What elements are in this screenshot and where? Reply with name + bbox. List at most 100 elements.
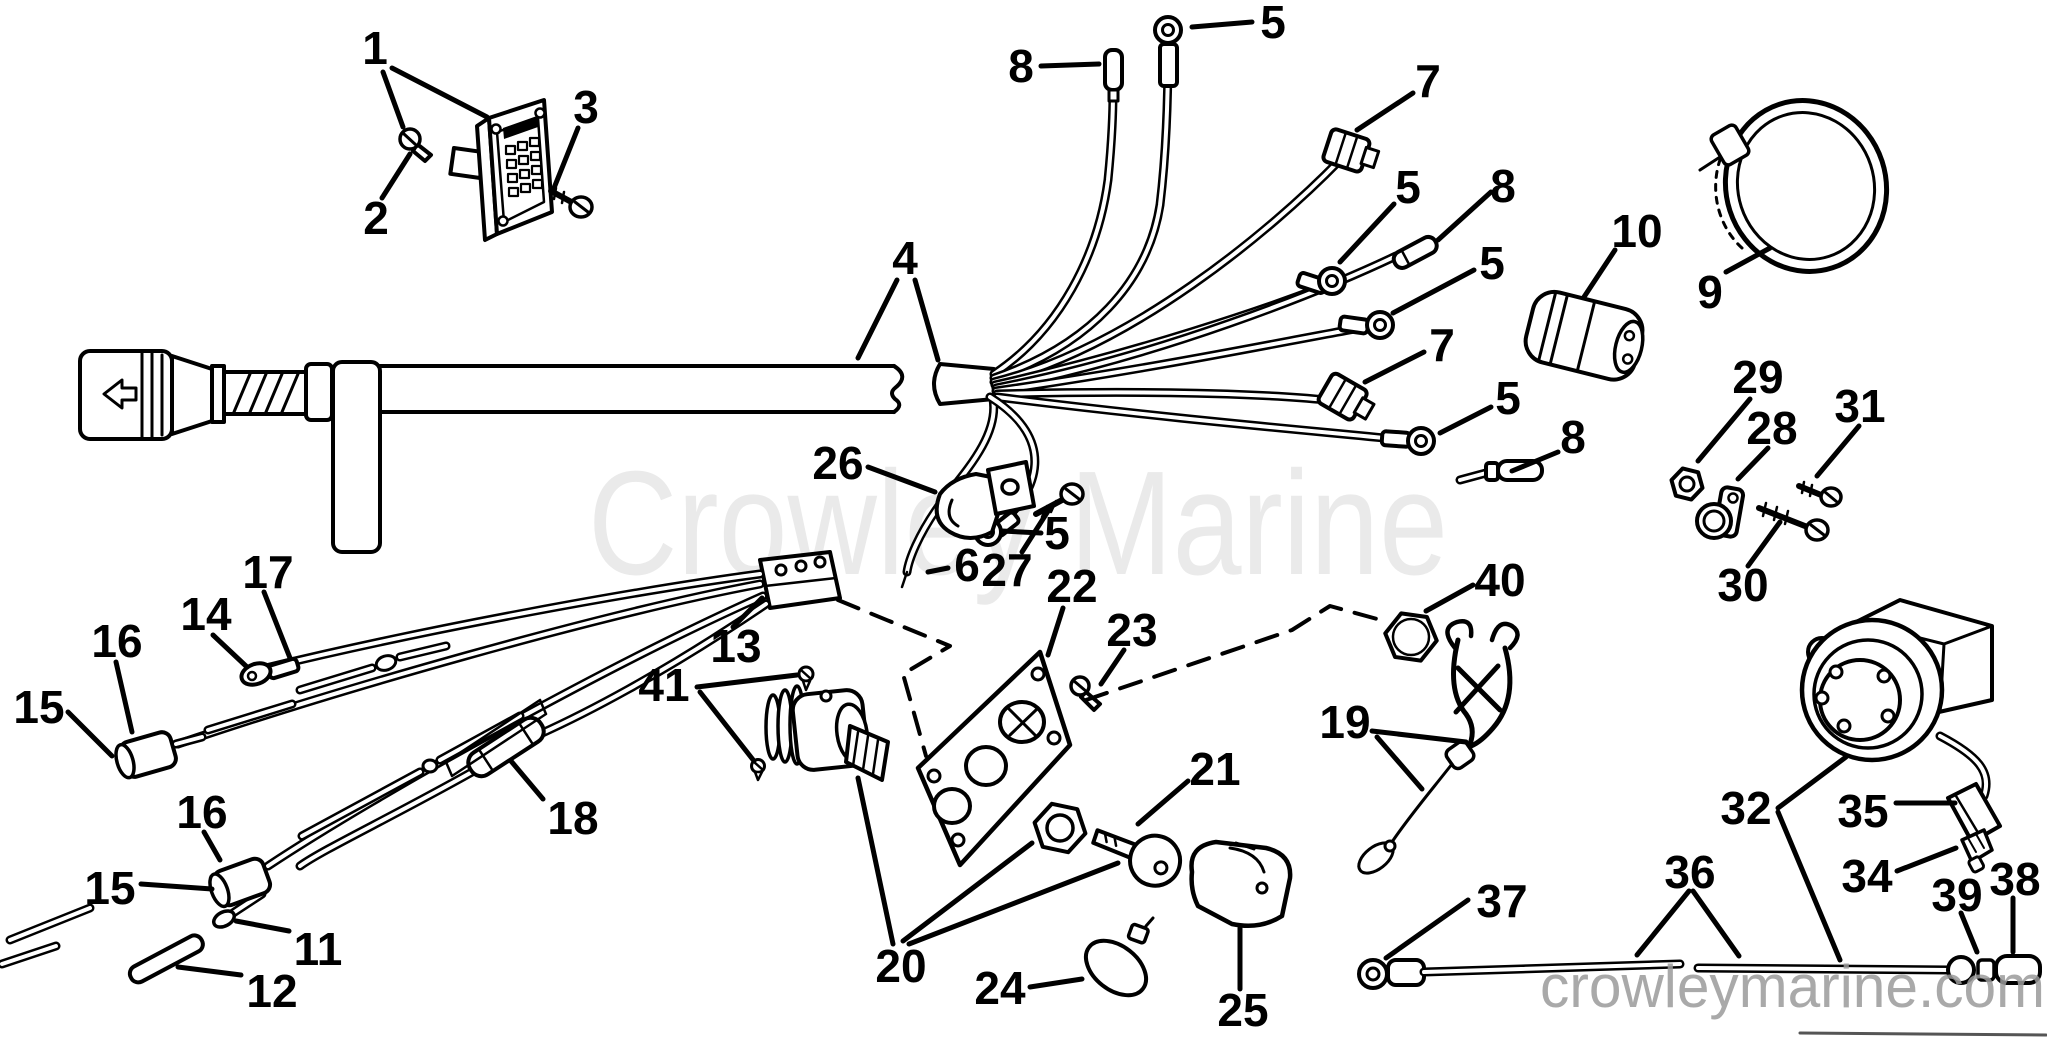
part-number-label: 34 <box>1841 850 1893 902</box>
callout-15: 15 <box>13 681 115 759</box>
part-number-label: 16 <box>91 615 142 667</box>
ignition-key-21 <box>1091 828 1183 888</box>
clamp-bracket-28 <box>1695 485 1746 540</box>
callout-5: 5 <box>1437 372 1521 436</box>
key-switch-panel <box>448 98 554 242</box>
leader-line <box>1423 582 1476 614</box>
part-number-label: 37 <box>1476 875 1527 927</box>
lanyard-clip-19 <box>1357 619 1520 875</box>
callout-30: 30 <box>1717 519 1783 611</box>
callout-21: 21 <box>1135 743 1241 827</box>
cable-clamp-26 <box>934 460 1036 540</box>
bullet-connector-8b <box>1391 234 1439 270</box>
callout-4: 4 <box>855 232 941 363</box>
leader-line <box>65 709 115 759</box>
callout-7: 7 <box>1362 319 1455 385</box>
part-number-label: 7 <box>1415 55 1441 107</box>
leader-line <box>508 758 546 802</box>
panel-screw-2 <box>398 127 433 163</box>
leader-line <box>1098 647 1127 687</box>
part-number-label: 21 <box>1189 743 1240 795</box>
part-number-label: 32 <box>1720 782 1771 834</box>
callout-19: 19 <box>1319 696 1469 792</box>
switch-nut-20 <box>1032 801 1088 855</box>
leader-line <box>138 881 215 892</box>
leader-line <box>113 659 135 735</box>
cable-tie-small-24 <box>1083 916 1155 998</box>
spade-connector-7b <box>1316 371 1376 422</box>
part-number-label: 19 <box>1319 696 1370 748</box>
leader-line <box>999 528 1044 536</box>
callout-20: 20 <box>855 775 1121 992</box>
callout-16: 16 <box>91 615 143 735</box>
leader-line <box>233 918 292 934</box>
part-number-label: 5 <box>1495 372 1521 424</box>
leader-line <box>697 689 757 764</box>
part-number-label: 2 <box>363 192 389 244</box>
callout-38: 38 <box>1989 853 2041 955</box>
leader-line <box>1374 734 1425 792</box>
page-corner-line <box>1798 1031 2047 1037</box>
leader-line <box>1189 19 1255 30</box>
part-number-label: 39 <box>1931 869 1982 921</box>
terminal-boot-16a <box>114 730 207 780</box>
leader-line <box>1814 423 1862 479</box>
leader-line <box>1027 976 1085 990</box>
leader-line <box>1435 189 1494 243</box>
cable-connector-38 <box>1994 954 2042 985</box>
cable-ring-terminal-37 <box>1365 966 1381 982</box>
cable-connector-39 <box>1946 955 1976 985</box>
cable-tie-large <box>1698 98 1890 274</box>
part-number-label: 3 <box>573 81 599 133</box>
screw-31 <box>1796 480 1843 508</box>
callout-13: 13 <box>710 595 765 672</box>
ignition-switch <box>764 684 890 782</box>
part-number-label: 1 <box>362 22 388 74</box>
part-number-label: 23 <box>1106 604 1157 656</box>
sleeve-11 <box>211 909 237 929</box>
leader-line <box>1634 888 1692 958</box>
part-number-label: 22 <box>1046 560 1097 612</box>
callout-32: 32 <box>1720 754 1849 963</box>
part-number-label: 25 <box>1217 984 1268 1036</box>
callout-15: 15 <box>84 862 215 914</box>
bullet-connector-8a <box>1103 48 1124 103</box>
callout-5: 5 <box>1337 161 1421 265</box>
leader-line <box>1695 396 1753 464</box>
callout-1: 1 <box>362 22 490 130</box>
leader-line <box>1775 809 1843 963</box>
callout-5: 5 <box>1189 0 1286 48</box>
leader-line <box>1723 245 1773 275</box>
part-number-label: 36 <box>1664 846 1715 898</box>
part-number-label: 35 <box>1837 785 1888 837</box>
part-number-label: 5 <box>1479 237 1505 289</box>
part-number-label: 5 <box>1260 0 1286 48</box>
part-number-label: 13 <box>710 620 761 672</box>
leader-line <box>1383 897 1471 961</box>
part-number-label: 24 <box>974 962 1026 1014</box>
part-number-label: 31 <box>1834 380 1885 432</box>
ring-terminal-5c <box>1337 310 1395 340</box>
left-harness-wires <box>0 569 771 969</box>
callout-8: 8 <box>1008 40 1102 92</box>
part-number-label: 41 <box>638 659 689 711</box>
callout-22: 22 <box>1045 560 1098 658</box>
harness-connector-plug <box>78 349 334 441</box>
leader-line <box>1337 201 1397 265</box>
bare-wire-end-6 <box>900 570 909 589</box>
callout-7: 7 <box>1354 55 1441 133</box>
screw-30 <box>1756 501 1830 542</box>
leader-line <box>865 464 938 495</box>
part-number-label: 8 <box>1490 160 1516 212</box>
part-number-label: 5 <box>1395 161 1421 213</box>
leader-line <box>1019 505 1053 555</box>
leader-line <box>175 964 244 978</box>
callout-39: 39 <box>1931 869 1983 955</box>
leader-line <box>1135 778 1191 827</box>
callout-24: 24 <box>974 962 1085 1014</box>
part-number-label: 4 <box>892 232 918 284</box>
horn-cable-assembly <box>1357 954 2042 990</box>
callout-18: 18 <box>508 758 599 844</box>
part-number-label: 11 <box>294 923 343 975</box>
